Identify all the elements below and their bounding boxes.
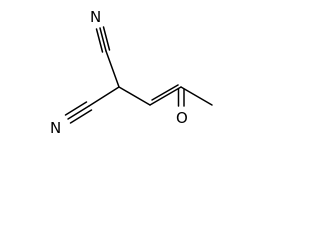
triple-bond-bottom-nitrile	[64, 101, 93, 124]
bond-central-carbon-to-bottom-nitrile-carbon	[88, 86, 120, 107]
bond-central-carbon-to-vinyl-carbon	[118, 86, 151, 106]
double-bond-carbonyl	[177, 88, 185, 107]
atom-label-o-ketone: O	[176, 109, 188, 127]
double-bond-alkene	[149, 84, 182, 106]
bond-top-nitrile-carbon-to-central-carbon	[105, 50, 120, 88]
atom-labels: N N O	[50, 8, 188, 137]
bonds	[64, 26, 213, 124]
atom-label-n-bottom: N	[50, 119, 61, 137]
triple-bond-top-nitrile	[95, 26, 111, 53]
atom-label-n-top: N	[90, 8, 101, 26]
bond-carbonyl-carbon-to-methyl	[180, 86, 213, 106]
chemical-structure: N N O	[50, 8, 213, 137]
